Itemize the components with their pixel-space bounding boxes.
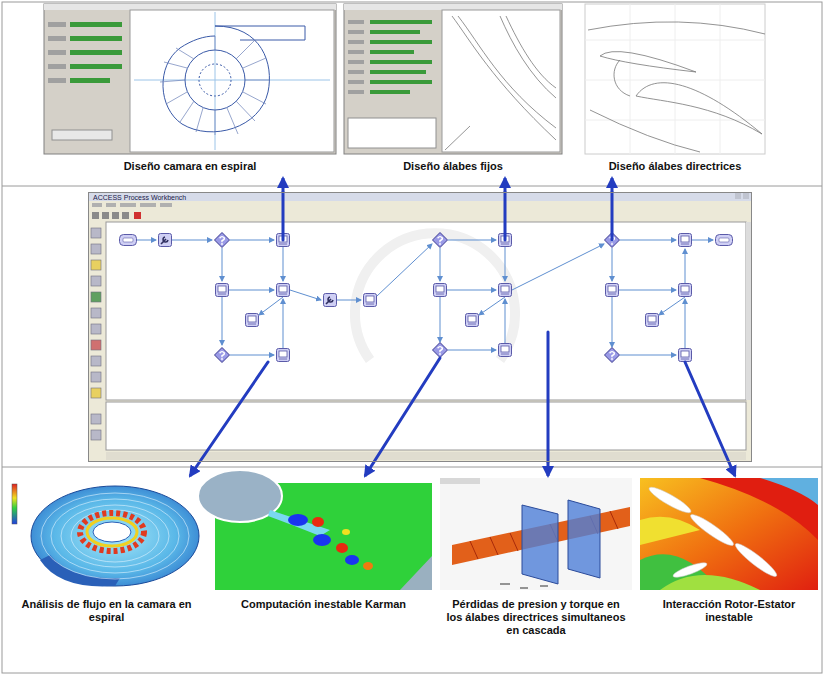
flow-arrow bbox=[190, 462, 200, 476]
leader-line bbox=[504, 192, 507, 240]
spiral-design-screenshot bbox=[44, 4, 336, 154]
leader-line bbox=[282, 192, 285, 240]
panel-caption: Diseño camara en espiral bbox=[120, 160, 261, 173]
spiral-flow-render bbox=[8, 478, 205, 590]
result-panel: Interacción Rotor-Estator inestable bbox=[640, 476, 818, 629]
flow-arrow bbox=[282, 178, 285, 192]
result-panel: Computación inestable Karman bbox=[215, 476, 432, 616]
flow-arrow bbox=[729, 462, 735, 476]
leader-line bbox=[547, 332, 550, 462]
cascade-render bbox=[440, 478, 632, 590]
leader-line bbox=[200, 362, 268, 462]
fixed-blade-screenshot bbox=[344, 4, 562, 154]
panel-caption: Diseño álabes directrices bbox=[605, 160, 746, 173]
design-panel: Diseño camara en espiral bbox=[44, 4, 336, 178]
panel-caption: Pérdidas de presion y torque en los álab… bbox=[440, 598, 632, 638]
workbench-window bbox=[88, 192, 752, 462]
design-panel: Diseño álabes directrices bbox=[580, 4, 770, 178]
leader-line bbox=[374, 358, 440, 462]
window-title: ACCESS Process Workbench bbox=[89, 193, 190, 202]
leader-line bbox=[611, 192, 614, 240]
panel-caption: Análisis de flujo en la camara en espira… bbox=[8, 598, 205, 624]
flow-arrow bbox=[547, 462, 550, 476]
flow-arrow bbox=[611, 178, 614, 192]
flow-arrow bbox=[365, 462, 374, 476]
design-panel: Diseño álabes fijos bbox=[344, 4, 562, 178]
panel-caption: Interacción Rotor-Estator inestable bbox=[640, 598, 818, 624]
result-panel: Pérdidas de presion y torque en los álab… bbox=[440, 476, 632, 642]
result-panel: Análisis de flujo en la camara en espira… bbox=[8, 476, 205, 629]
flow-arrow bbox=[504, 178, 507, 192]
panel-caption: Diseño álabes fijos bbox=[399, 160, 507, 173]
leader-line bbox=[685, 362, 729, 462]
guide-vane-plot bbox=[585, 4, 765, 154]
karman-render bbox=[198, 470, 432, 590]
rotor-stator-render bbox=[640, 478, 818, 590]
panel-caption: Computación inestable Karman bbox=[237, 598, 410, 611]
workflow-links bbox=[137, 240, 713, 355]
app-window: ACCESS Process Workbench bbox=[88, 192, 752, 462]
workflow-icons bbox=[120, 233, 733, 363]
